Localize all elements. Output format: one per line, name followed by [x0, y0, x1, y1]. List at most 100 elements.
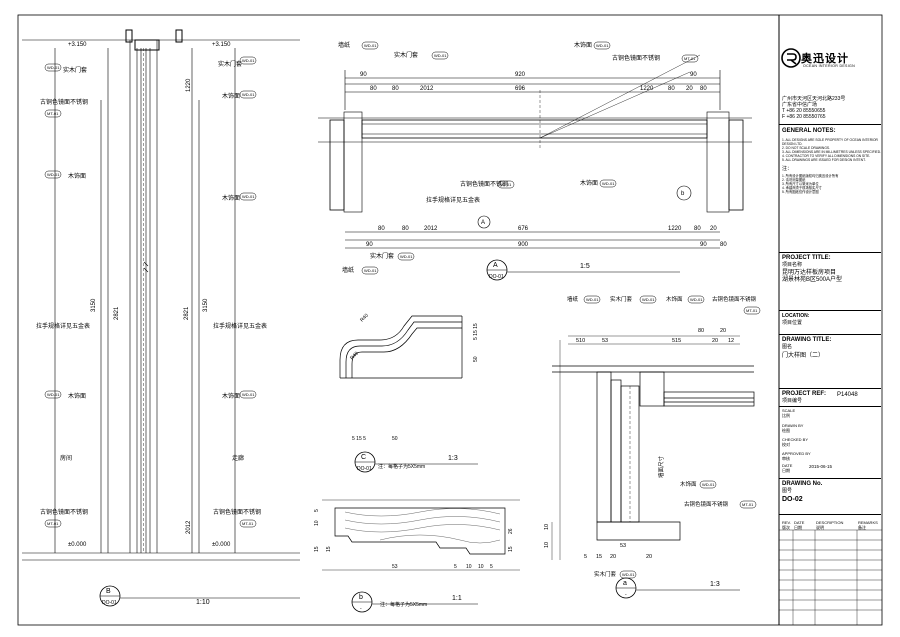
callout-a-sheet: DO-01	[489, 274, 504, 280]
label-veneer-da2: 木饰面	[680, 480, 697, 488]
mt-tag-1: MT-01	[44, 109, 62, 118]
callout-b-scale: 1:10	[196, 599, 210, 606]
callout-b-detail: b - 1:1	[351, 591, 478, 613]
level-bottom-left: ±0.000	[68, 542, 87, 548]
label-room: 房间	[60, 454, 72, 462]
rev-col-rev: REV.	[782, 520, 791, 525]
dim-1220-top: 1220	[640, 86, 654, 92]
rev-col-date: DATE	[794, 520, 805, 525]
label-solid-wood-door-b2: 实木门套	[218, 60, 242, 68]
dim-c-top: 5 15 15	[473, 323, 479, 340]
drawing-title-cn-label: 图名	[782, 344, 793, 350]
svg-text:WD-01: WD-01	[622, 572, 635, 577]
dim-b-5b: 5	[454, 564, 457, 570]
dim-b-5c: 5	[490, 564, 493, 570]
dim-1220: 1220	[186, 78, 192, 92]
wd-tag-5: WD-01	[239, 192, 257, 201]
dim-b-10: 10	[314, 520, 320, 526]
dim-a-53: 53	[602, 338, 608, 344]
svg-text:MT-01: MT-01	[746, 308, 758, 313]
dim-80-top2: 80	[392, 86, 399, 92]
dim-90-bot: 90	[366, 242, 373, 248]
drawing-no: DO-02	[782, 496, 803, 503]
detail-a-text: 墙纸 实木门套 木饰面 古铜色镜面不锈钢 木饰面 古铜色镜面不锈钢 墙面尺寸 实…	[544, 295, 757, 578]
plan-a-tags: WD-01 WD-01 WD-01 MT-01 MT-01 WD-01 WD-0…	[361, 41, 699, 275]
level-top-right: +3.150	[212, 42, 231, 48]
label-veneer-da: 木饰面	[666, 295, 683, 303]
detail-b	[322, 499, 520, 571]
detail-a-tags: WD-01 WD-01 WD-01 MT-01 WD-01 MT-01 WD-0…	[583, 295, 761, 579]
detail-c	[339, 315, 463, 379]
project-ref-cn: 项目编号	[782, 398, 803, 404]
rev-col-rev-cn: 版次	[782, 525, 790, 530]
dim-b-26: 26	[508, 528, 514, 534]
drawing-no-cn: 图号	[782, 488, 793, 494]
label-bronze-da: 古铜色镜面不锈钢	[712, 295, 757, 303]
dim-a-5: 5	[584, 554, 587, 560]
svg-text:WD-01: WD-01	[364, 43, 377, 48]
company-name: 奥迅设计	[801, 53, 849, 65]
rev-col-date-cn: 日期	[794, 525, 802, 530]
svg-text:MT-01: MT-01	[242, 521, 254, 526]
label-handle-a: 拉手规格详见五金表	[426, 196, 480, 204]
dim-3150-right: 3150	[203, 298, 209, 312]
label-corridor: 走廊	[232, 454, 244, 462]
dim-c-50-h: 50	[392, 436, 398, 442]
dim-80-top: 80	[370, 86, 377, 92]
dim-a-10: 10	[544, 524, 550, 530]
svg-text:WD-01: WD-01	[47, 65, 60, 70]
callout-b-small: b	[681, 191, 685, 197]
level-bottom-right: ±0.000	[212, 542, 231, 548]
mt-tag-3: MT-01	[239, 519, 257, 528]
label-bronze-b: 古铜色镜面不锈钢	[40, 98, 88, 106]
svg-text:WD-01: WD-01	[242, 194, 255, 199]
callout-c-sheet: DO-01	[357, 466, 372, 472]
label-door-da: 实木门套	[610, 295, 633, 303]
dim-a-515: 515	[672, 338, 681, 344]
svg-text:WD-01: WD-01	[602, 181, 615, 186]
label-bronze-b3: 古铜色镜面不锈钢	[213, 508, 261, 516]
dim-80-bot4: 80	[720, 242, 727, 248]
callout-bd-scale: 1:1	[452, 595, 462, 602]
dim-b-15a: 15	[314, 546, 320, 552]
drawn-by-label: DRAWN BY 绘图	[782, 423, 804, 433]
callout-b-letter: B	[106, 588, 111, 595]
svg-text:WD-01: WD-01	[596, 43, 609, 48]
rev-col-remarks: REMARKS	[858, 520, 878, 525]
dim-696: 696	[515, 86, 526, 92]
detail-b-text: 5 10 15 15 53 5 10 10 5 26 15 注：每格子为5X5m…	[314, 509, 514, 608]
callout-a-scale: 1:5	[580, 263, 590, 270]
dim-80-top4: 80	[700, 86, 707, 92]
drawing-title: 门大样图（二）	[782, 353, 825, 359]
wd-tag-6: WD-01	[44, 390, 62, 399]
dim-90-top: 90	[360, 72, 367, 78]
label-bronze-b2: 古铜色镜面不锈钢	[40, 508, 88, 516]
callout-bd-letter: b	[359, 594, 363, 601]
callout-b-sheet: DO-01	[102, 600, 117, 606]
dim-a-10b: 10	[544, 542, 550, 548]
project-name: 昆明万达样板房项目 湖景林苑B区500A户型	[782, 270, 843, 283]
label-veneer-a2: 木饰面	[580, 179, 598, 187]
label-handle-b: 拉手规格详见五金表	[36, 322, 90, 330]
dim-a-80: 80	[698, 328, 704, 334]
label-veneer-b5: 木饰面	[222, 392, 240, 400]
wd-tag-1: WD-01	[44, 63, 62, 72]
dim-b-53: 53	[392, 564, 398, 570]
dim-1220-bot: 1220	[668, 226, 682, 232]
svg-text:WD-01: WD-01	[242, 92, 255, 97]
company-address: 广州市天河区天河北路233号 广东省中信广场 T +86 20 85550655…	[782, 96, 846, 120]
label-solid-wood-door-a: 实木门套	[394, 51, 418, 59]
dim-80-bot2: 80	[402, 226, 409, 232]
dim-2821-left: 2821	[114, 306, 120, 320]
callout-c-scale: 1:3	[448, 455, 458, 462]
dim-a-15: 15	[596, 554, 602, 560]
location-label: LOCATION:	[782, 313, 810, 319]
project-ref: P14048	[837, 392, 858, 398]
title-block: 广州市天河区天河北路233号 广东省中信广场 T +86 20 85550655…	[779, 36, 881, 624]
dim-90-bot2: 90	[700, 242, 707, 248]
general-notes-title: GENERAL NOTES:	[782, 128, 836, 134]
svg-text:WD-01: WD-01	[47, 172, 60, 177]
callout-a-small: A	[481, 220, 485, 226]
dim-r40-2: R40	[349, 351, 360, 362]
